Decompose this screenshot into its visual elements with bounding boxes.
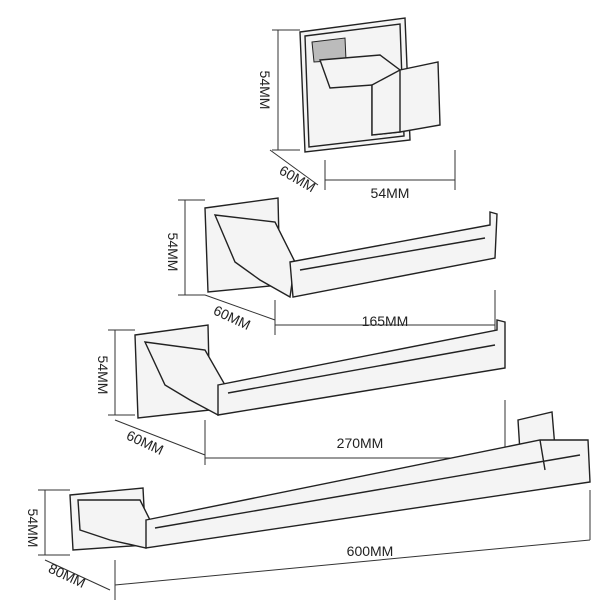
- short-towel-bar-drawing: 54MM 60MM 270MM: [95, 319, 506, 465]
- robe-hook-width-label: 54MM: [371, 185, 410, 201]
- robe-hook-depth-label: 60MM: [277, 162, 319, 195]
- paper-holder-drawing: 54MM 60MM 165MM: [165, 197, 498, 335]
- long-towel-bar-height-label: 54MM: [25, 509, 41, 548]
- robe-hook-drawing: 54MM 60MM 54MM: [257, 17, 456, 201]
- long-towel-bar-width-label: 600MM: [347, 543, 394, 559]
- robe-hook-height-label: 54MM: [257, 71, 273, 110]
- paper-holder-height-label: 54MM: [165, 233, 181, 272]
- long-towel-bar-depth-label: 80MM: [46, 560, 88, 591]
- paper-holder-depth-label: 60MM: [211, 302, 253, 333]
- short-towel-bar-height-label: 54MM: [95, 356, 111, 395]
- short-towel-bar-width-label: 270MM: [337, 435, 384, 451]
- paper-holder-width-label: 165MM: [362, 313, 409, 329]
